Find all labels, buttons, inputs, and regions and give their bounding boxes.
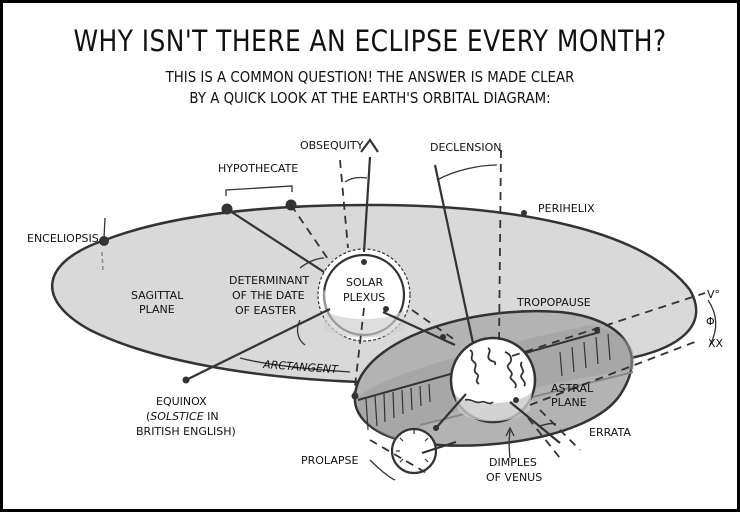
label-errata: ERRATA	[589, 426, 631, 439]
comic-title: WHY ISN'T THERE AN ECLIPSE EVERY MONTH?	[73, 24, 667, 58]
comic-subtitle-line-1: THIS IS A COMMON QUESTION! THE ANSWER IS…	[165, 68, 575, 86]
label-tropopause: TROPOPAUSE	[516, 296, 591, 309]
label-declension: DECLENSION	[430, 141, 502, 154]
solar-plexus-sun	[317, 248, 411, 342]
label-angle-top: V°	[707, 288, 720, 301]
earth-globe	[449, 336, 537, 424]
dashed-guides	[290, 149, 706, 476]
label-equinox-line-3: BRITISH ENGLISH)	[136, 425, 236, 438]
label-obsequity: OBSEQUITY	[300, 139, 364, 152]
label-astral-plane-line-1: ASTRAL	[551, 382, 594, 395]
label-determinant-line-2: OF THE DATE	[232, 289, 305, 302]
comic-subtitle-line-2: BY A QUICK LOOK AT THE EARTH'S ORBITAL D…	[189, 89, 551, 107]
label-solstice: SOLSTICE	[150, 410, 203, 423]
label-enceliopsis: ENCELIOPSIS	[27, 232, 99, 245]
label-equinox-line-2: (SOLSTICE IN	[146, 410, 219, 423]
label-hypothecate: HYPOTHECATE	[218, 162, 298, 175]
label-angle-phi: Φ	[706, 315, 715, 328]
label-dimples-line-2: OF VENUS	[486, 471, 542, 484]
label-solar-plexus-line-1: SOLAR	[346, 276, 384, 289]
label-equinox-paren: (	[146, 410, 150, 423]
label-determinant-line-1: DETERMINANT	[229, 274, 309, 287]
label-solar-plexus-line-2: PLEXUS	[343, 291, 385, 304]
label-arctangent: ARCTANGENT	[262, 358, 340, 376]
label-angle-bottom: XX	[708, 337, 724, 350]
label-determinant-line-3: OF EASTER	[235, 304, 297, 317]
label-in: IN	[204, 410, 219, 423]
label-equinox-line-1: EQUINOX	[156, 395, 207, 408]
label-astral-plane-line-2: PLANE	[551, 396, 587, 409]
moon	[390, 427, 438, 475]
label-perihelix: PERIHELIX	[538, 202, 595, 215]
label-sagittal-plane-line-2: PLANE	[139, 303, 175, 316]
astral-hatching	[365, 333, 611, 431]
annotation-marks	[103, 164, 717, 481]
orbit-points	[99, 199, 600, 431]
enceliopsis-dash	[101, 251, 104, 273]
label-sagittal-plane-line-1: SAGITTAL	[131, 289, 184, 302]
label-prolapse: PROLAPSE	[301, 454, 358, 467]
label-dimples-line-1: DIMPLES	[489, 456, 537, 469]
